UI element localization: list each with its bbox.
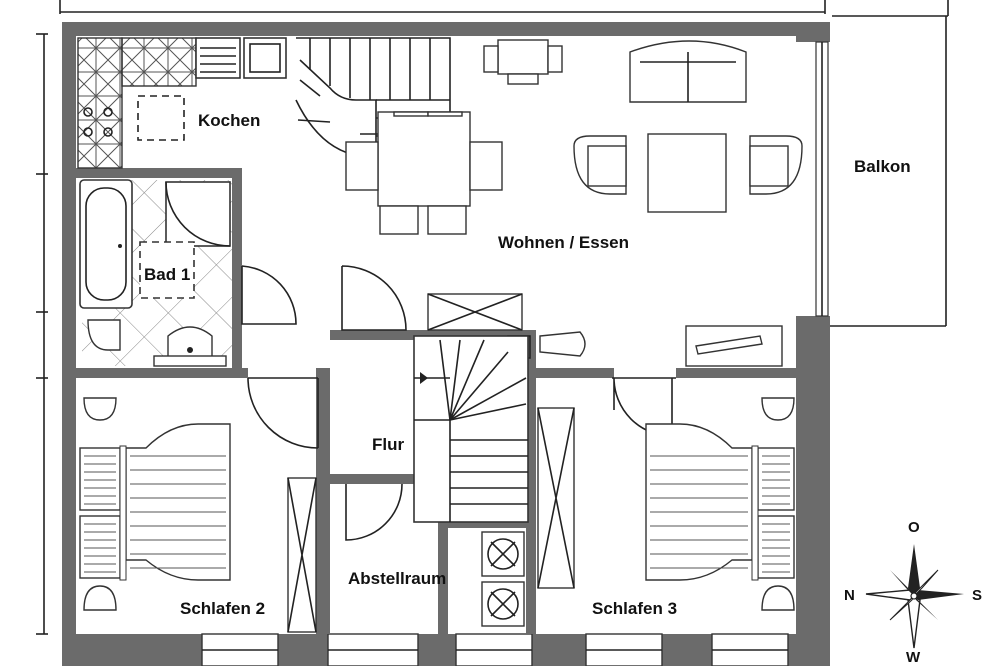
- room-label-abstellraum: Abstellraum: [348, 569, 446, 588]
- kitchen-counter: [77, 37, 287, 169]
- compass-label-right: S: [972, 587, 982, 604]
- compass-rose-icon: [865, 544, 964, 649]
- room-label-schlafen-2: Schlafen 2: [180, 599, 265, 618]
- dimension-lines: [36, 0, 949, 635]
- wardrobes: [287, 407, 575, 633]
- exterior-walls: [62, 22, 830, 666]
- room-label-bad-1: Bad 1: [144, 265, 190, 284]
- living-furniture: [573, 40, 803, 213]
- bed-schlafen-3: [645, 397, 795, 611]
- interior-walls: [72, 168, 796, 634]
- room-label-balkon: Balkon: [854, 157, 911, 176]
- compass-label-top: O: [908, 519, 920, 536]
- room-label-wohnen-essen: Wohnen / Essen: [498, 233, 629, 252]
- staircase-lower: [413, 335, 529, 627]
- doors: [241, 265, 676, 541]
- room-label-flur: Flur: [372, 435, 404, 454]
- dining-table: [345, 39, 563, 235]
- bathroom-fixtures: [79, 179, 232, 367]
- bed-schlafen-2: [79, 397, 231, 611]
- room-label-kochen: Kochen: [198, 111, 260, 130]
- room-label-schlafen-3: Schlafen 3: [592, 599, 677, 618]
- compass-label-bottom: W: [906, 649, 921, 666]
- compass-label-left: N: [844, 587, 855, 604]
